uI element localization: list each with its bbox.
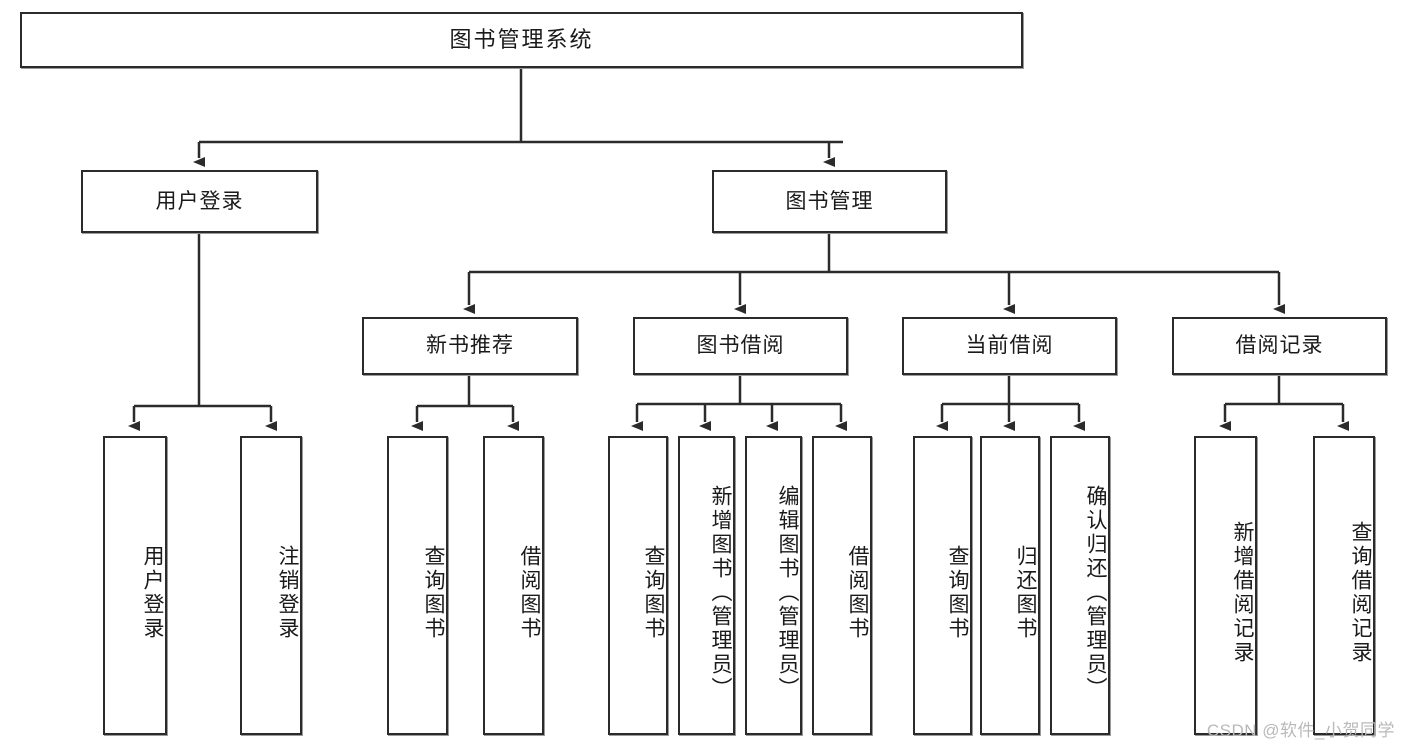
node-leaf-add-book[interactable]: 新增图书（管理员） [678, 436, 735, 735]
node-leaf-borrow-book-recommend[interactable]: 借阅图书 [483, 436, 544, 735]
node-borrow-record[interactable]: 借阅记录 [1172, 317, 1387, 375]
node-new-book-recommend[interactable]: 新书推荐 [362, 317, 578, 375]
node-leaf-confirm-return[interactable]: 确认归还（管理员） [1050, 436, 1110, 735]
node-leaf-query-borrow-record[interactable]: 查询借阅记录 [1313, 436, 1375, 735]
node-leaf-borrow-book[interactable]: 借阅图书 [812, 436, 872, 735]
node-leaf-edit-book[interactable]: 编辑图书（管理员） [745, 436, 802, 735]
node-leaf-user-login[interactable]: 用户登录 [103, 436, 167, 735]
node-leaf-query-book-borrow[interactable]: 查询图书 [608, 436, 668, 735]
node-leaf-add-borrow-record[interactable]: 新增借阅记录 [1194, 436, 1257, 735]
node-leaf-logout[interactable]: 注销登录 [240, 436, 302, 735]
node-user-login[interactable]: 用户登录 [81, 170, 318, 233]
node-book-manage[interactable]: 图书管理 [712, 170, 947, 233]
node-leaf-query-book-current[interactable]: 查询图书 [913, 436, 972, 735]
node-current-borrow[interactable]: 当前借阅 [902, 317, 1117, 375]
node-leaf-return-book[interactable]: 归还图书 [980, 436, 1040, 735]
csdn-watermark: CSDN @软件_小贺同学 [1206, 721, 1395, 740]
node-book-borrow[interactable]: 图书借阅 [633, 317, 848, 375]
node-leaf-query-book-recommend[interactable]: 查询图书 [387, 436, 448, 735]
node-root-book-management-system[interactable]: 图书管理系统 [20, 12, 1023, 68]
